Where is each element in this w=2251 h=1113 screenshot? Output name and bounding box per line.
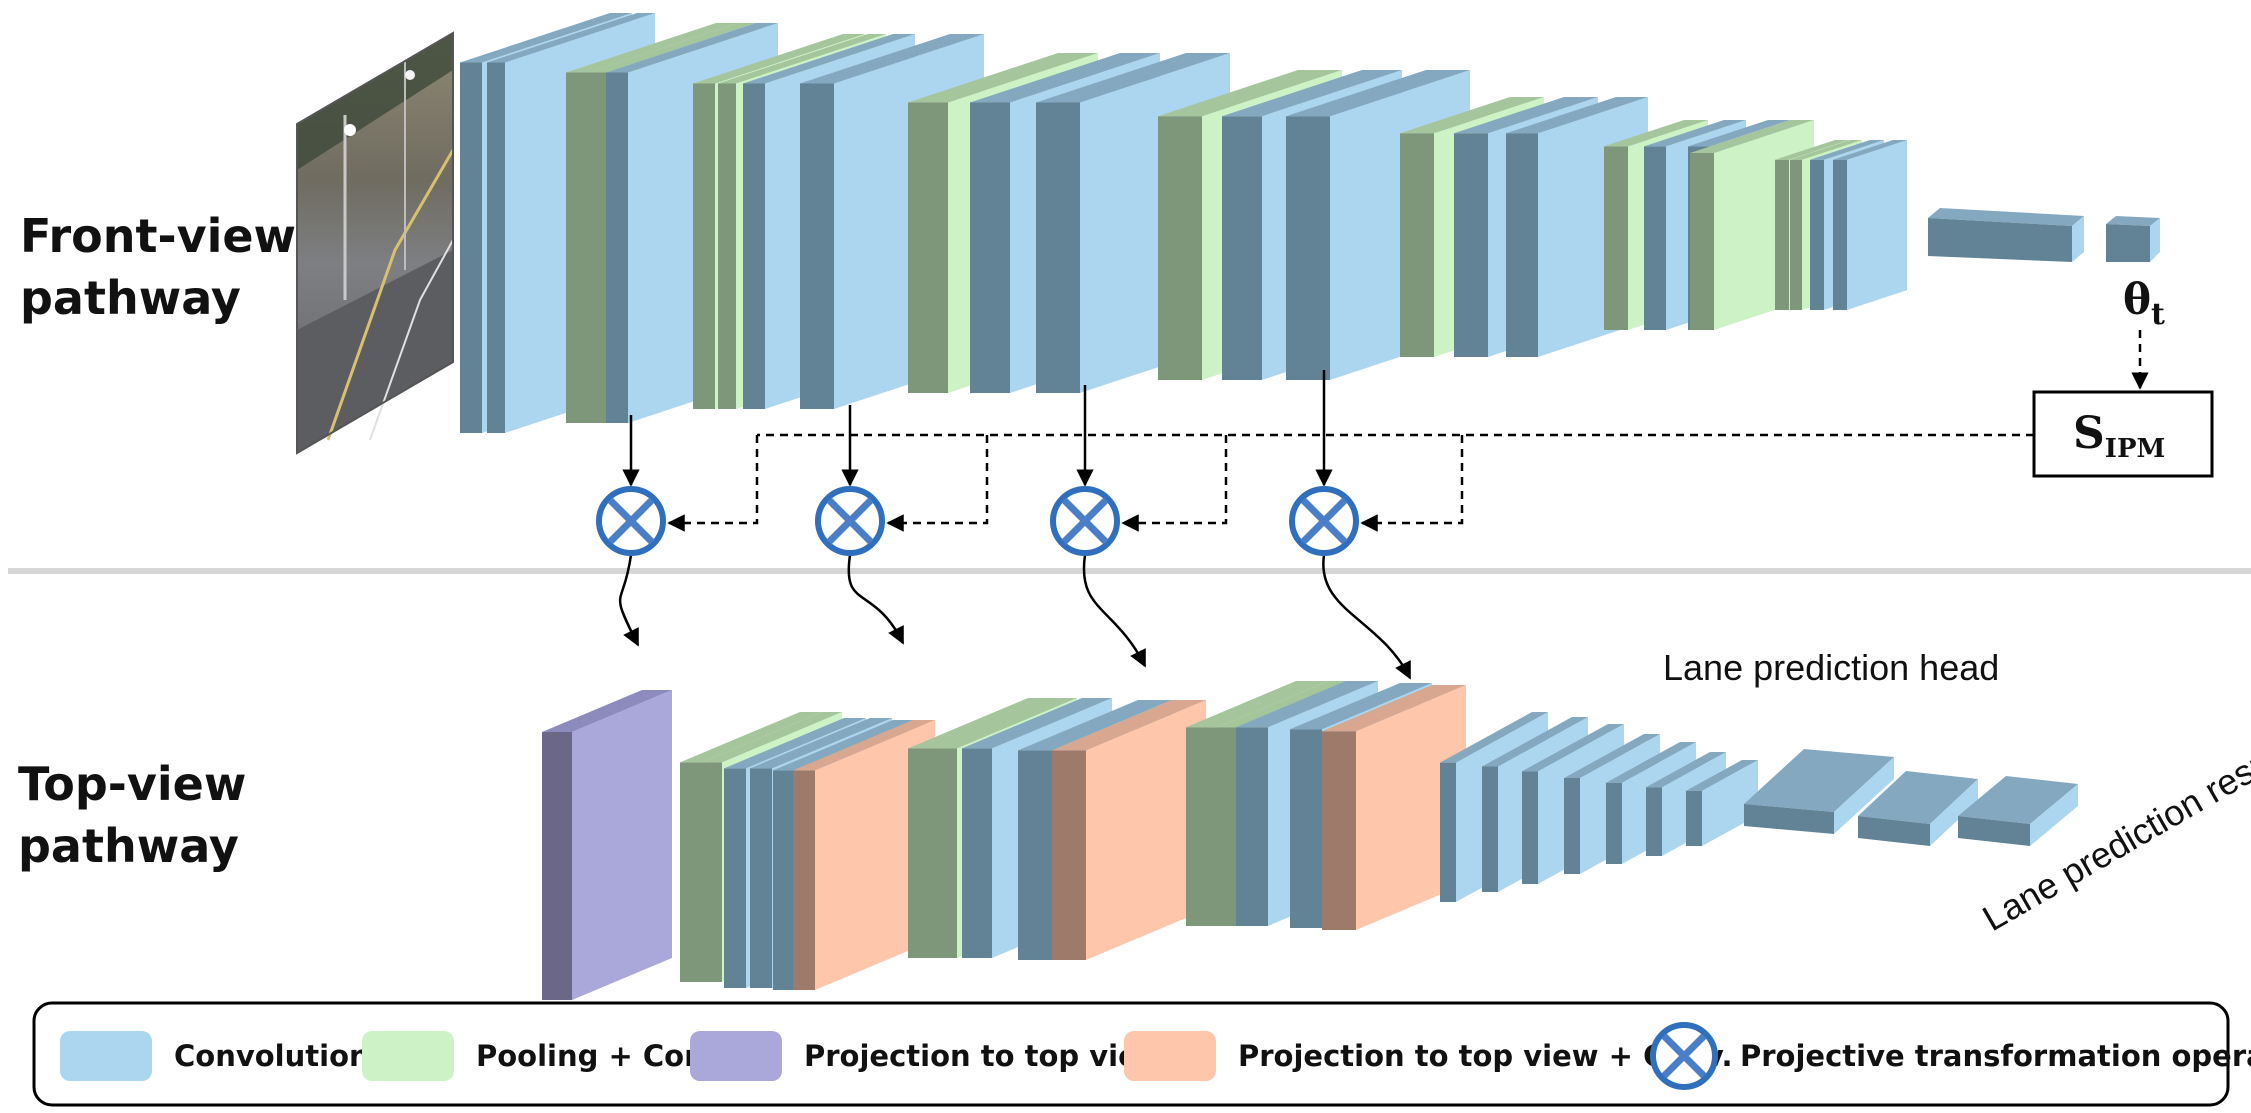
top-layer-12 — [1052, 700, 1206, 960]
top-layer-17 — [1322, 685, 1466, 930]
projective-transformation-icon — [596, 486, 666, 556]
legend-swatch-pool — [362, 1031, 454, 1081]
curve-arrow-1 — [618, 554, 640, 647]
sipm-label: SIPM — [2073, 408, 2165, 464]
legend-item-proj: Projection to top view — [690, 1031, 1165, 1081]
curve-arrow-4 — [1322, 554, 1412, 680]
legend-label-proj: Projection to top view — [804, 1039, 1165, 1073]
projective-transformation-icon — [1289, 486, 1359, 556]
front-view-encoder — [460, 13, 1907, 433]
legend-swatch-proj — [690, 1031, 782, 1081]
sipm-branch-1 — [667, 435, 759, 532]
head-conv-7 — [1686, 760, 1758, 846]
sipm-branch-4 — [1360, 435, 1464, 532]
input-road-image — [296, 31, 455, 455]
curve-arrow-2 — [847, 554, 905, 645]
feature-projection-arrows — [618, 370, 1412, 680]
front-view-regressor — [1928, 208, 2160, 262]
head-bar-3 — [1958, 776, 2078, 846]
sipm-box — [2032, 390, 2214, 478]
legend-item-op: Projective transformation operation — [1650, 1022, 2251, 1090]
legend: Convolution Pooling + Conv. Projection to … — [60, 1022, 2251, 1090]
sipm-branch-2 — [886, 435, 989, 532]
top-layer-1 — [542, 690, 672, 1000]
lane-prediction-head — [1440, 712, 2078, 902]
projective-transformation-icon — [815, 486, 885, 556]
legend-swatch-projconv — [1124, 1031, 1216, 1081]
curve-arrow-3 — [1082, 554, 1147, 668]
legend-item-conv: Convolution — [60, 1031, 370, 1081]
sipm-distribution-lines — [667, 433, 2034, 532]
projective-operators — [596, 486, 1359, 556]
top-layer-7 — [793, 720, 935, 990]
projective-transformation-icon — [1050, 486, 1120, 556]
front-layer-26 — [1833, 140, 1907, 310]
sipm-branch-3 — [1121, 435, 1228, 532]
legend-label-conv: Convolution — [174, 1039, 370, 1073]
head-bar-2 — [1858, 771, 1978, 846]
legend-item-projconv: Projection to top view + Conv. — [1124, 1031, 1732, 1081]
lane-prediction-head-label: Lane prediction head — [1663, 647, 1999, 688]
top-view-encoder — [542, 681, 1466, 1000]
head-bar-1 — [1744, 749, 1894, 834]
fc-layer-1 — [1928, 208, 2084, 262]
legend-swatch-conv — [60, 1031, 152, 1081]
fc-layer-2 — [2106, 216, 2160, 262]
legend-label-op: Projective transformation operation — [1740, 1039, 2251, 1073]
theta-label: θt — [2123, 275, 2165, 332]
legend-label-pool: Pooling + Conv. — [476, 1039, 732, 1073]
legend-item-pool: Pooling + Conv. — [362, 1031, 732, 1081]
